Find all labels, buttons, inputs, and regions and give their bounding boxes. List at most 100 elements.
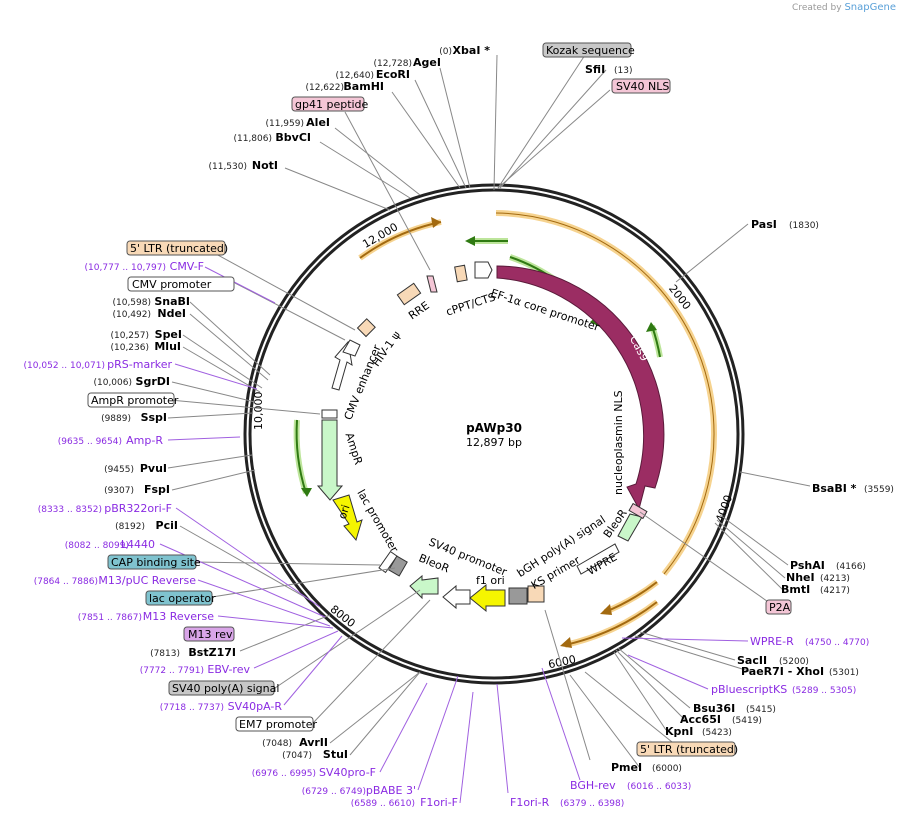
primer-lines: [159, 266, 749, 804]
primer-pbluescriptks: pBluescriptKS: [711, 683, 787, 696]
svg-text:(10,598): (10,598): [112, 298, 151, 308]
snapgene-logo-text: SnapGene: [844, 2, 896, 13]
hiv-psi-box: [356, 318, 376, 338]
svg-text:(4217): (4217): [820, 586, 850, 596]
enzyme-avrii: AvrII: [299, 736, 328, 749]
primer-sv40pro-f: SV40pro-F: [319, 766, 376, 779]
ltr5-bottom-badge: [636, 741, 736, 757]
svg-text:(7772 .. 7791): (7772 .. 7791): [140, 666, 204, 676]
svg-text:EM7 promoter: EM7 promoter: [239, 718, 317, 731]
cpptcts-box: [454, 264, 468, 283]
svg-text:lac operator: lac operator: [149, 592, 216, 605]
svg-text:(7851 .. 7867): (7851 .. 7867): [78, 613, 142, 623]
label-rre: RRE: [406, 299, 432, 322]
rre-box: [396, 282, 422, 306]
enzyme-noti: NotI: [252, 159, 278, 172]
enzyme-xbai: XbaI *: [453, 44, 491, 57]
svg-text:(13): (13): [614, 66, 632, 76]
svg-text:gp41 peptide: gp41 peptide: [295, 98, 369, 111]
svg-text:P2A: P2A: [769, 601, 791, 614]
svg-text:(6379 .. 6398): (6379 .. 6398): [560, 799, 624, 809]
primer-bgh-rev: BGH-rev: [570, 779, 616, 792]
label-f1-ori: f1 ori: [476, 574, 505, 587]
svg-text:(5423): (5423): [702, 728, 732, 738]
svg-text:(9635 .. 9654): (9635 .. 9654): [58, 437, 122, 447]
svg-text:(9455): (9455): [104, 465, 134, 475]
svg-text:(9889): (9889): [101, 414, 131, 424]
svg-text:(4750 .. 4770): (4750 .. 4770): [805, 638, 869, 648]
svg-text:(5289 .. 5305): (5289 .. 5305): [792, 686, 856, 696]
gp41-arrow: [426, 275, 438, 293]
enzyme-fspi: FspI: [144, 483, 170, 496]
lac-operator-badge: [145, 590, 213, 606]
enzyme-alei: AleI: [306, 116, 330, 129]
bleor-left-arrow: [409, 574, 439, 600]
primer-f1ori-r: F1ori-R: [510, 796, 550, 809]
tick-6000: 6000: [547, 653, 577, 672]
enzyme-bstz17i: BstZ17I: [188, 646, 236, 659]
svg-text:(7047): (7047): [282, 751, 312, 761]
svg-text:(8192): (8192): [115, 522, 145, 532]
svg-text:(6976 .. 6995): (6976 .. 6995): [252, 769, 316, 779]
svg-text:(5301): (5301): [829, 668, 859, 678]
primer-cmv-f: CMV-F: [170, 260, 204, 273]
gp41-badge: [291, 96, 365, 112]
m13rev-badge: [183, 626, 235, 642]
svg-text:(12,640): (12,640): [335, 71, 374, 81]
sv40polya-badge: [168, 680, 275, 696]
enzyme-bsu36i: Bsu36I: [693, 702, 735, 715]
em7-badge: [235, 716, 314, 732]
enzyme-agei: AgeI: [413, 56, 441, 69]
cmv-promoter-badge: [127, 276, 235, 292]
svg-text:(10,006): (10,006): [93, 378, 132, 388]
svg-text:(10,052 .. 10,071): (10,052 .. 10,071): [24, 361, 105, 371]
ampr-arrow: [316, 419, 344, 501]
svg-text:(5415): (5415): [746, 705, 776, 715]
plasmid-size: 12,897 bp: [466, 436, 522, 449]
svg-text:(1830): (1830): [789, 221, 819, 231]
svg-text:(7718 .. 7737): (7718 .. 7737): [160, 703, 224, 713]
svg-text:(4213): (4213): [820, 574, 850, 584]
svg-text:5' LTR (truncated): 5' LTR (truncated): [130, 242, 228, 255]
lac-operator-box: [388, 555, 408, 577]
bgh-polya-box: [508, 587, 528, 605]
svg-text:(6729 .. 6749): (6729 .. 6749): [302, 787, 366, 797]
svg-text:CMV promoter: CMV promoter: [132, 278, 212, 291]
primer-pbabe3: pBABE 3': [366, 784, 416, 797]
svg-text:(3559): (3559): [864, 485, 894, 495]
label-ori: ori: [336, 503, 353, 521]
svg-text:(7813): (7813): [150, 649, 180, 659]
ltr5-top-badge: [126, 240, 226, 256]
enzyme-bbvci: BbvCI: [275, 131, 311, 144]
svg-text:(0): (0): [439, 47, 452, 57]
p2a-badge: [765, 599, 792, 615]
label-ampr: AmpR: [343, 431, 366, 467]
snapgene-brand: Created by SnapGene: [792, 2, 896, 13]
primer-m13-puc-reverse: M13/pUC Reverse: [98, 574, 196, 587]
svg-text:M13 rev: M13 rev: [188, 628, 233, 641]
cas9-feature: [496, 265, 665, 511]
svg-text:(8082 .. 8099): (8082 .. 8099): [65, 541, 129, 551]
wpre-arrow: [576, 543, 620, 575]
enzyme-bamhi: BamHI: [343, 80, 384, 93]
svg-text:(5200): (5200): [779, 657, 809, 667]
svg-text:(10,236): (10,236): [110, 343, 149, 353]
svg-text:5' LTR (truncated): 5' LTR (truncated): [640, 743, 738, 756]
cmv-promoter-arrow: [342, 339, 361, 357]
ampr-promoter-arrow: [321, 409, 338, 419]
ltr3-box: [527, 585, 545, 603]
enzyme-paer7i: PaeR7I - XhoI: [741, 665, 824, 678]
label-nucleoplasmin-nls: nucleoplasmin NLS: [612, 390, 625, 495]
primer-pbr322ori-f: pBR322ori-F: [104, 502, 172, 515]
ltr-arrowhead-top: [431, 217, 441, 228]
svg-text:CAP binding site: CAP binding site: [111, 556, 201, 569]
primer-wpre-r: WPRE-R: [750, 635, 794, 648]
enzyme-ecori: EcoRI: [376, 68, 410, 81]
enzyme-sgrdi: SgrDI: [136, 375, 170, 388]
enzyme-snabi: SnaBI: [154, 295, 190, 308]
ori-arrow: [332, 494, 363, 542]
primer-amp-r: Amp-R: [126, 434, 163, 447]
sv40nls-badge: [611, 78, 671, 94]
svg-text:(6000): (6000): [652, 764, 682, 774]
svg-text:SV40 poly(A) signal: SV40 poly(A) signal: [172, 682, 279, 695]
